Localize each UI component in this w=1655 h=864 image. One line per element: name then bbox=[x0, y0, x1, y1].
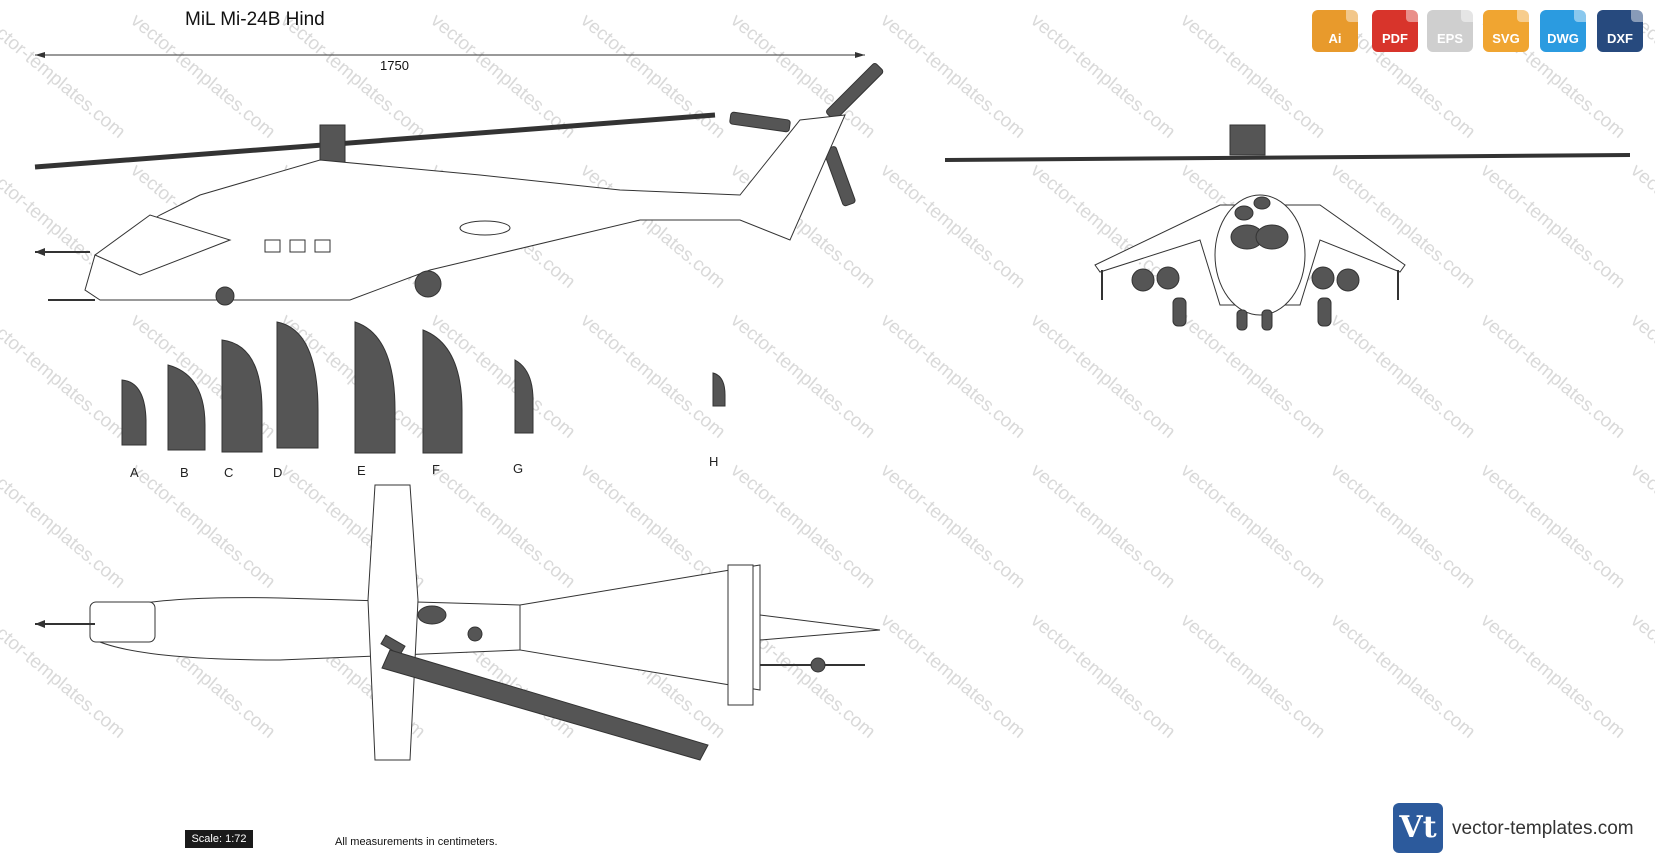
format-svg-button[interactable]: SVG bbox=[1483, 10, 1529, 52]
format-ai-button[interactable]: Ai bbox=[1312, 10, 1358, 52]
section-label-f: F bbox=[432, 462, 440, 477]
format-dwg-button[interactable]: DWG bbox=[1540, 10, 1586, 52]
format-pdf-button[interactable]: PDF bbox=[1372, 10, 1418, 52]
length-dimension-line bbox=[35, 52, 865, 58]
length-dimension-label: 1750 bbox=[380, 58, 409, 73]
section-label-b: B bbox=[180, 465, 189, 480]
section-label-d: D bbox=[273, 465, 283, 480]
side-view bbox=[34, 63, 884, 306]
section-label-a: A bbox=[130, 465, 139, 480]
cross-sections bbox=[121, 321, 726, 454]
section-label-e: E bbox=[357, 463, 366, 478]
scale-badge: Scale: 1:72 bbox=[185, 830, 253, 848]
measurement-note: All measurements in centimeters. bbox=[335, 836, 498, 848]
section-label-g: G bbox=[513, 461, 524, 476]
front-view bbox=[944, 124, 1631, 331]
brand-logo-icon[interactable]: Vt bbox=[1393, 803, 1443, 853]
format-dxf-button[interactable]: DXF bbox=[1597, 10, 1643, 52]
drawing-title: MiL Mi-24B Hind bbox=[185, 9, 325, 30]
top-view bbox=[35, 484, 881, 761]
brand-link[interactable]: vector-templates.com bbox=[1452, 818, 1634, 839]
format-eps-button[interactable]: EPS bbox=[1427, 10, 1473, 52]
section-label-c: C bbox=[224, 465, 234, 480]
section-label-h: H bbox=[709, 454, 719, 469]
